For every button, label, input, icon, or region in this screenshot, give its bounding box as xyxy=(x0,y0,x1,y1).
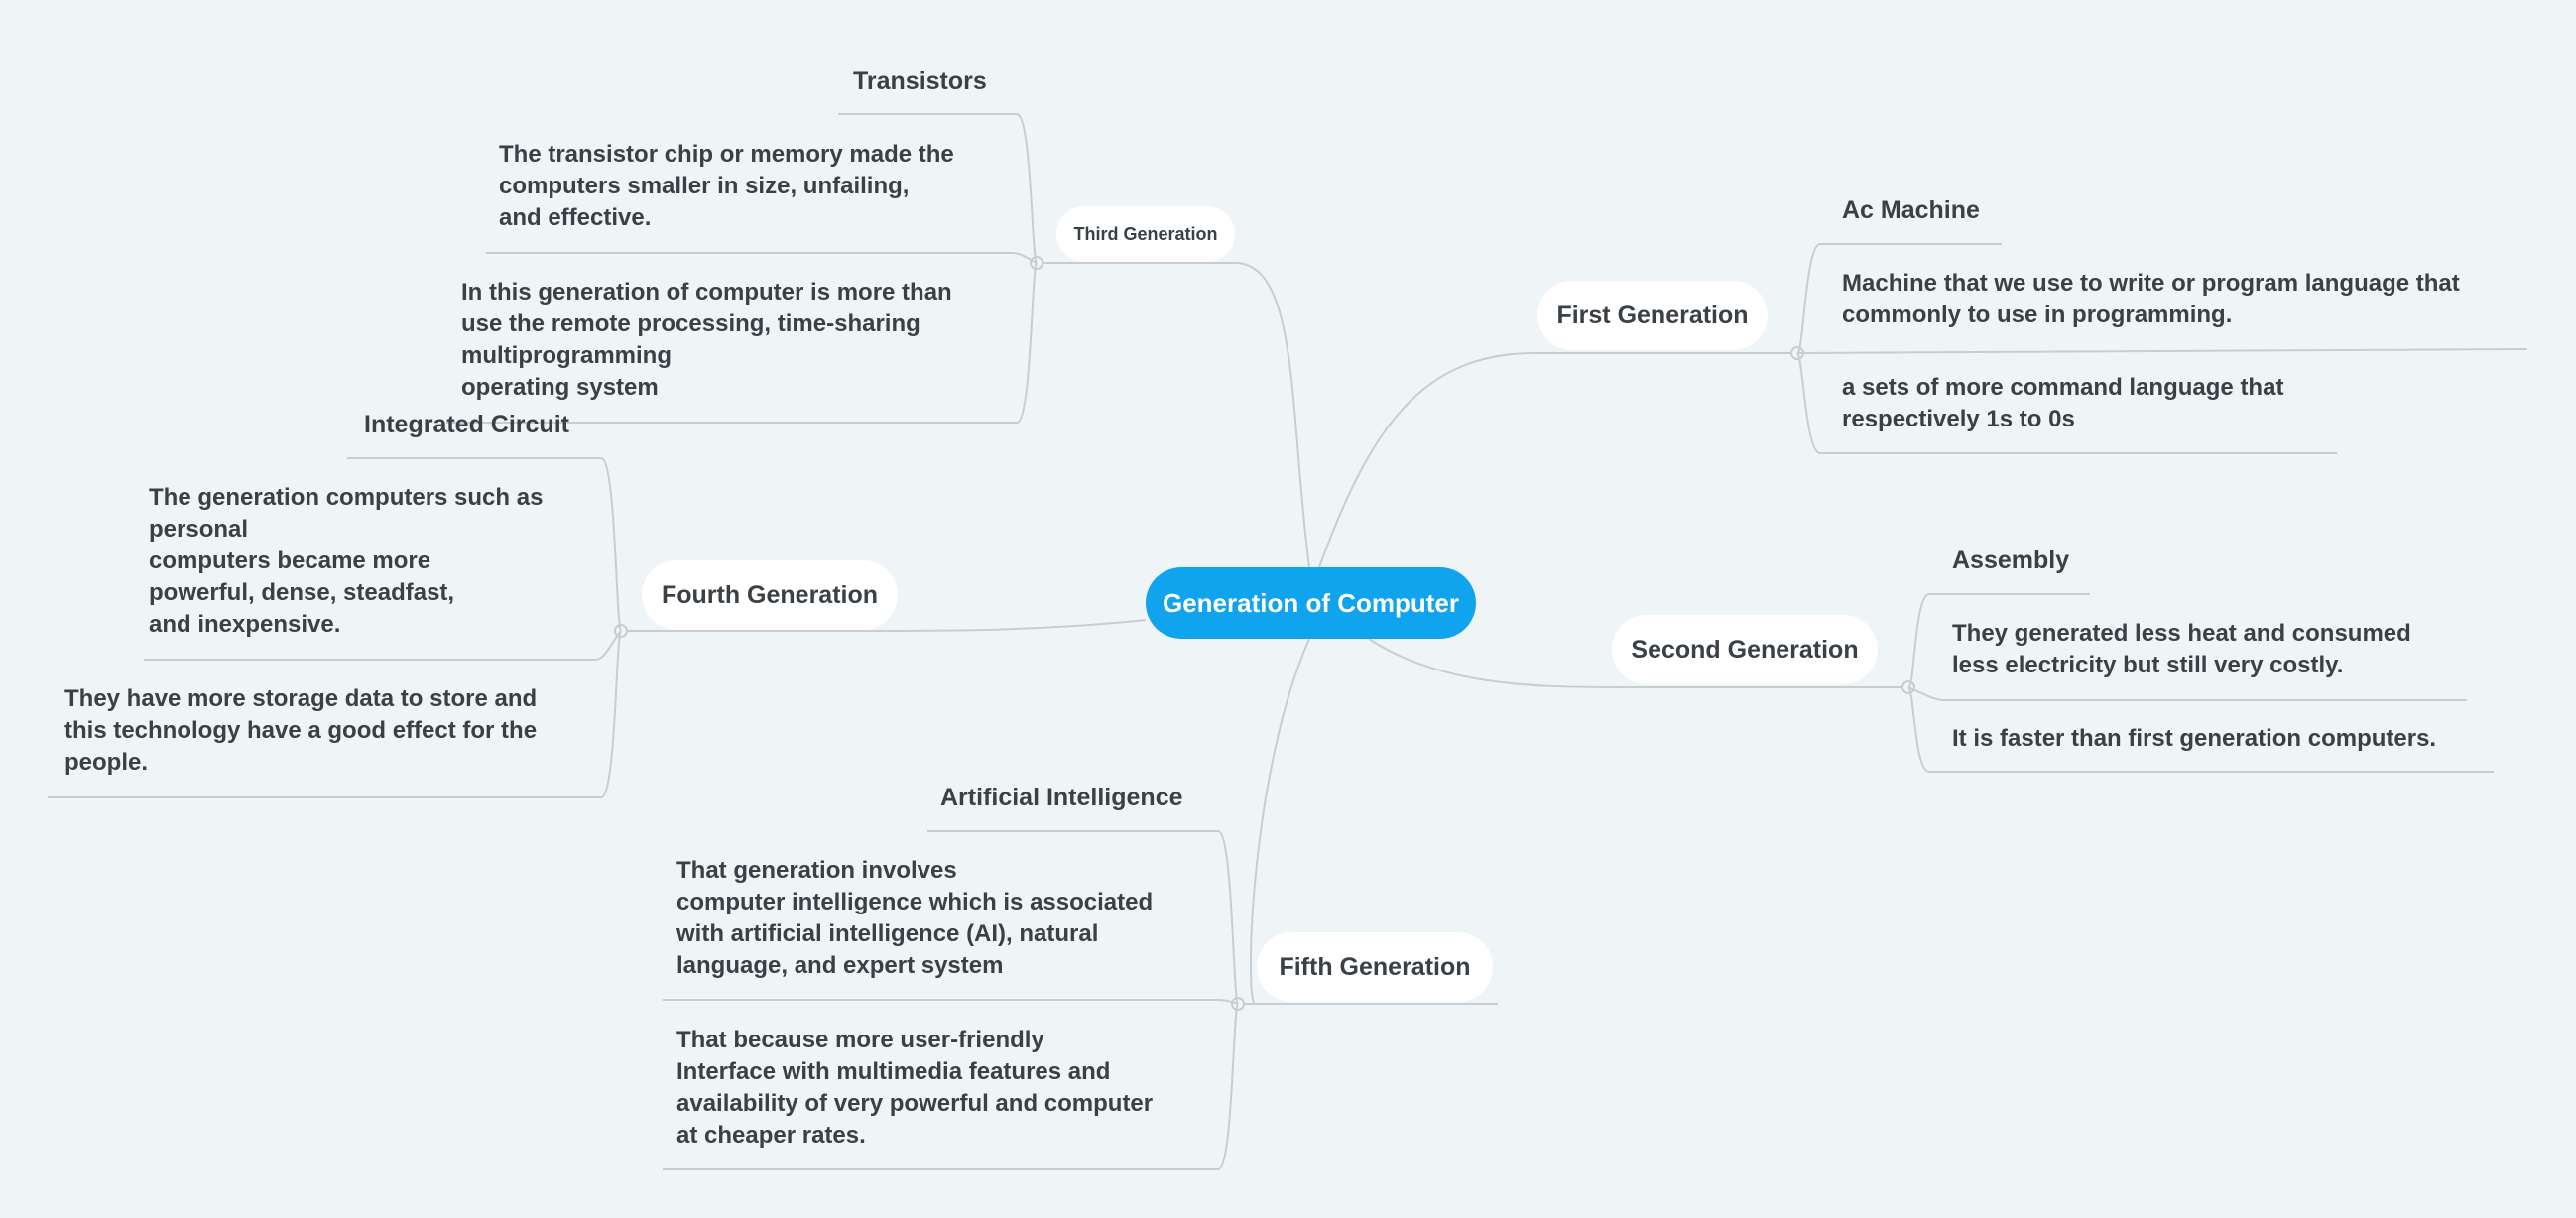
link-root-fifth xyxy=(1249,638,1310,1005)
link-root-first xyxy=(1318,352,1536,568)
leaf-fourth-detail-1[interactable]: The generation computers such as persona… xyxy=(149,484,544,638)
leaf-first-detail-2[interactable]: a sets of more command language that res… xyxy=(1842,374,2284,432)
leaf-second-detail-1[interactable]: They generated less heat and consumed le… xyxy=(1952,620,2411,678)
leaf-line-fifth-0 xyxy=(927,830,1239,1005)
branch-fifth-generation[interactable]: Fifth Generation xyxy=(1257,932,1493,1002)
leaf-first-title[interactable]: Ac Machine xyxy=(1842,196,1980,224)
leaf-fifth-detail-1[interactable]: That generation involves computer intell… xyxy=(676,857,1154,979)
leaf-line-third-1 xyxy=(486,252,1038,264)
leaf-line-second-2 xyxy=(1907,686,2494,773)
leaf-line-third-0 xyxy=(838,113,1038,264)
leaf-line-fourth-1 xyxy=(144,630,622,661)
link-root-third xyxy=(1234,262,1310,568)
branch-first-generation[interactable]: First Generation xyxy=(1537,281,1768,350)
leaf-first-detail-1[interactable]: Machine that we use to write or program … xyxy=(1842,270,2460,328)
leaf-line-fourth-0 xyxy=(347,457,622,632)
leaf-second-title[interactable]: Assembly xyxy=(1952,547,2070,574)
link-root-fourth xyxy=(882,619,1147,632)
leaf-line-fifth-2 xyxy=(663,1003,1239,1170)
leaf-fourth-title[interactable]: Integrated Circuit xyxy=(364,411,569,438)
root-topic[interactable]: Generation of Computer xyxy=(1146,567,1476,639)
leaf-line-second-1 xyxy=(1907,686,2467,701)
link-root-second xyxy=(1368,638,1618,688)
leaf-line-first-2 xyxy=(1796,352,2337,454)
leaf-third-detail-1[interactable]: The transistor chip or memory made the c… xyxy=(499,141,954,231)
leaf-fourth-detail-2[interactable]: They have more storage data to store and… xyxy=(64,685,538,776)
leaf-line-fifth-1 xyxy=(663,999,1239,1005)
leaf-second-detail-2[interactable]: It is faster than first generation compu… xyxy=(1952,725,2437,752)
leaf-third-title[interactable]: Transistors xyxy=(853,67,987,95)
leaf-fifth-title[interactable]: Artificial Intelligence xyxy=(940,784,1183,811)
leaf-line-first-1 xyxy=(1796,348,2528,354)
leaf-line-second-0 xyxy=(1907,593,2090,689)
leaf-line-first-0 xyxy=(1796,243,2002,355)
branch-third-generation[interactable]: Third Generation xyxy=(1056,206,1235,262)
leaf-third-detail-2[interactable]: In this generation of computer is more t… xyxy=(461,279,952,401)
branch-fourth-generation[interactable]: Fourth Generation xyxy=(642,560,898,630)
leaf-line-fourth-2 xyxy=(48,630,622,798)
branch-second-generation[interactable]: Second Generation xyxy=(1612,615,1878,684)
leaf-fifth-detail-2[interactable]: That because more user-friendly Interfac… xyxy=(676,1027,1154,1149)
leaf-line-third-2 xyxy=(446,262,1038,424)
